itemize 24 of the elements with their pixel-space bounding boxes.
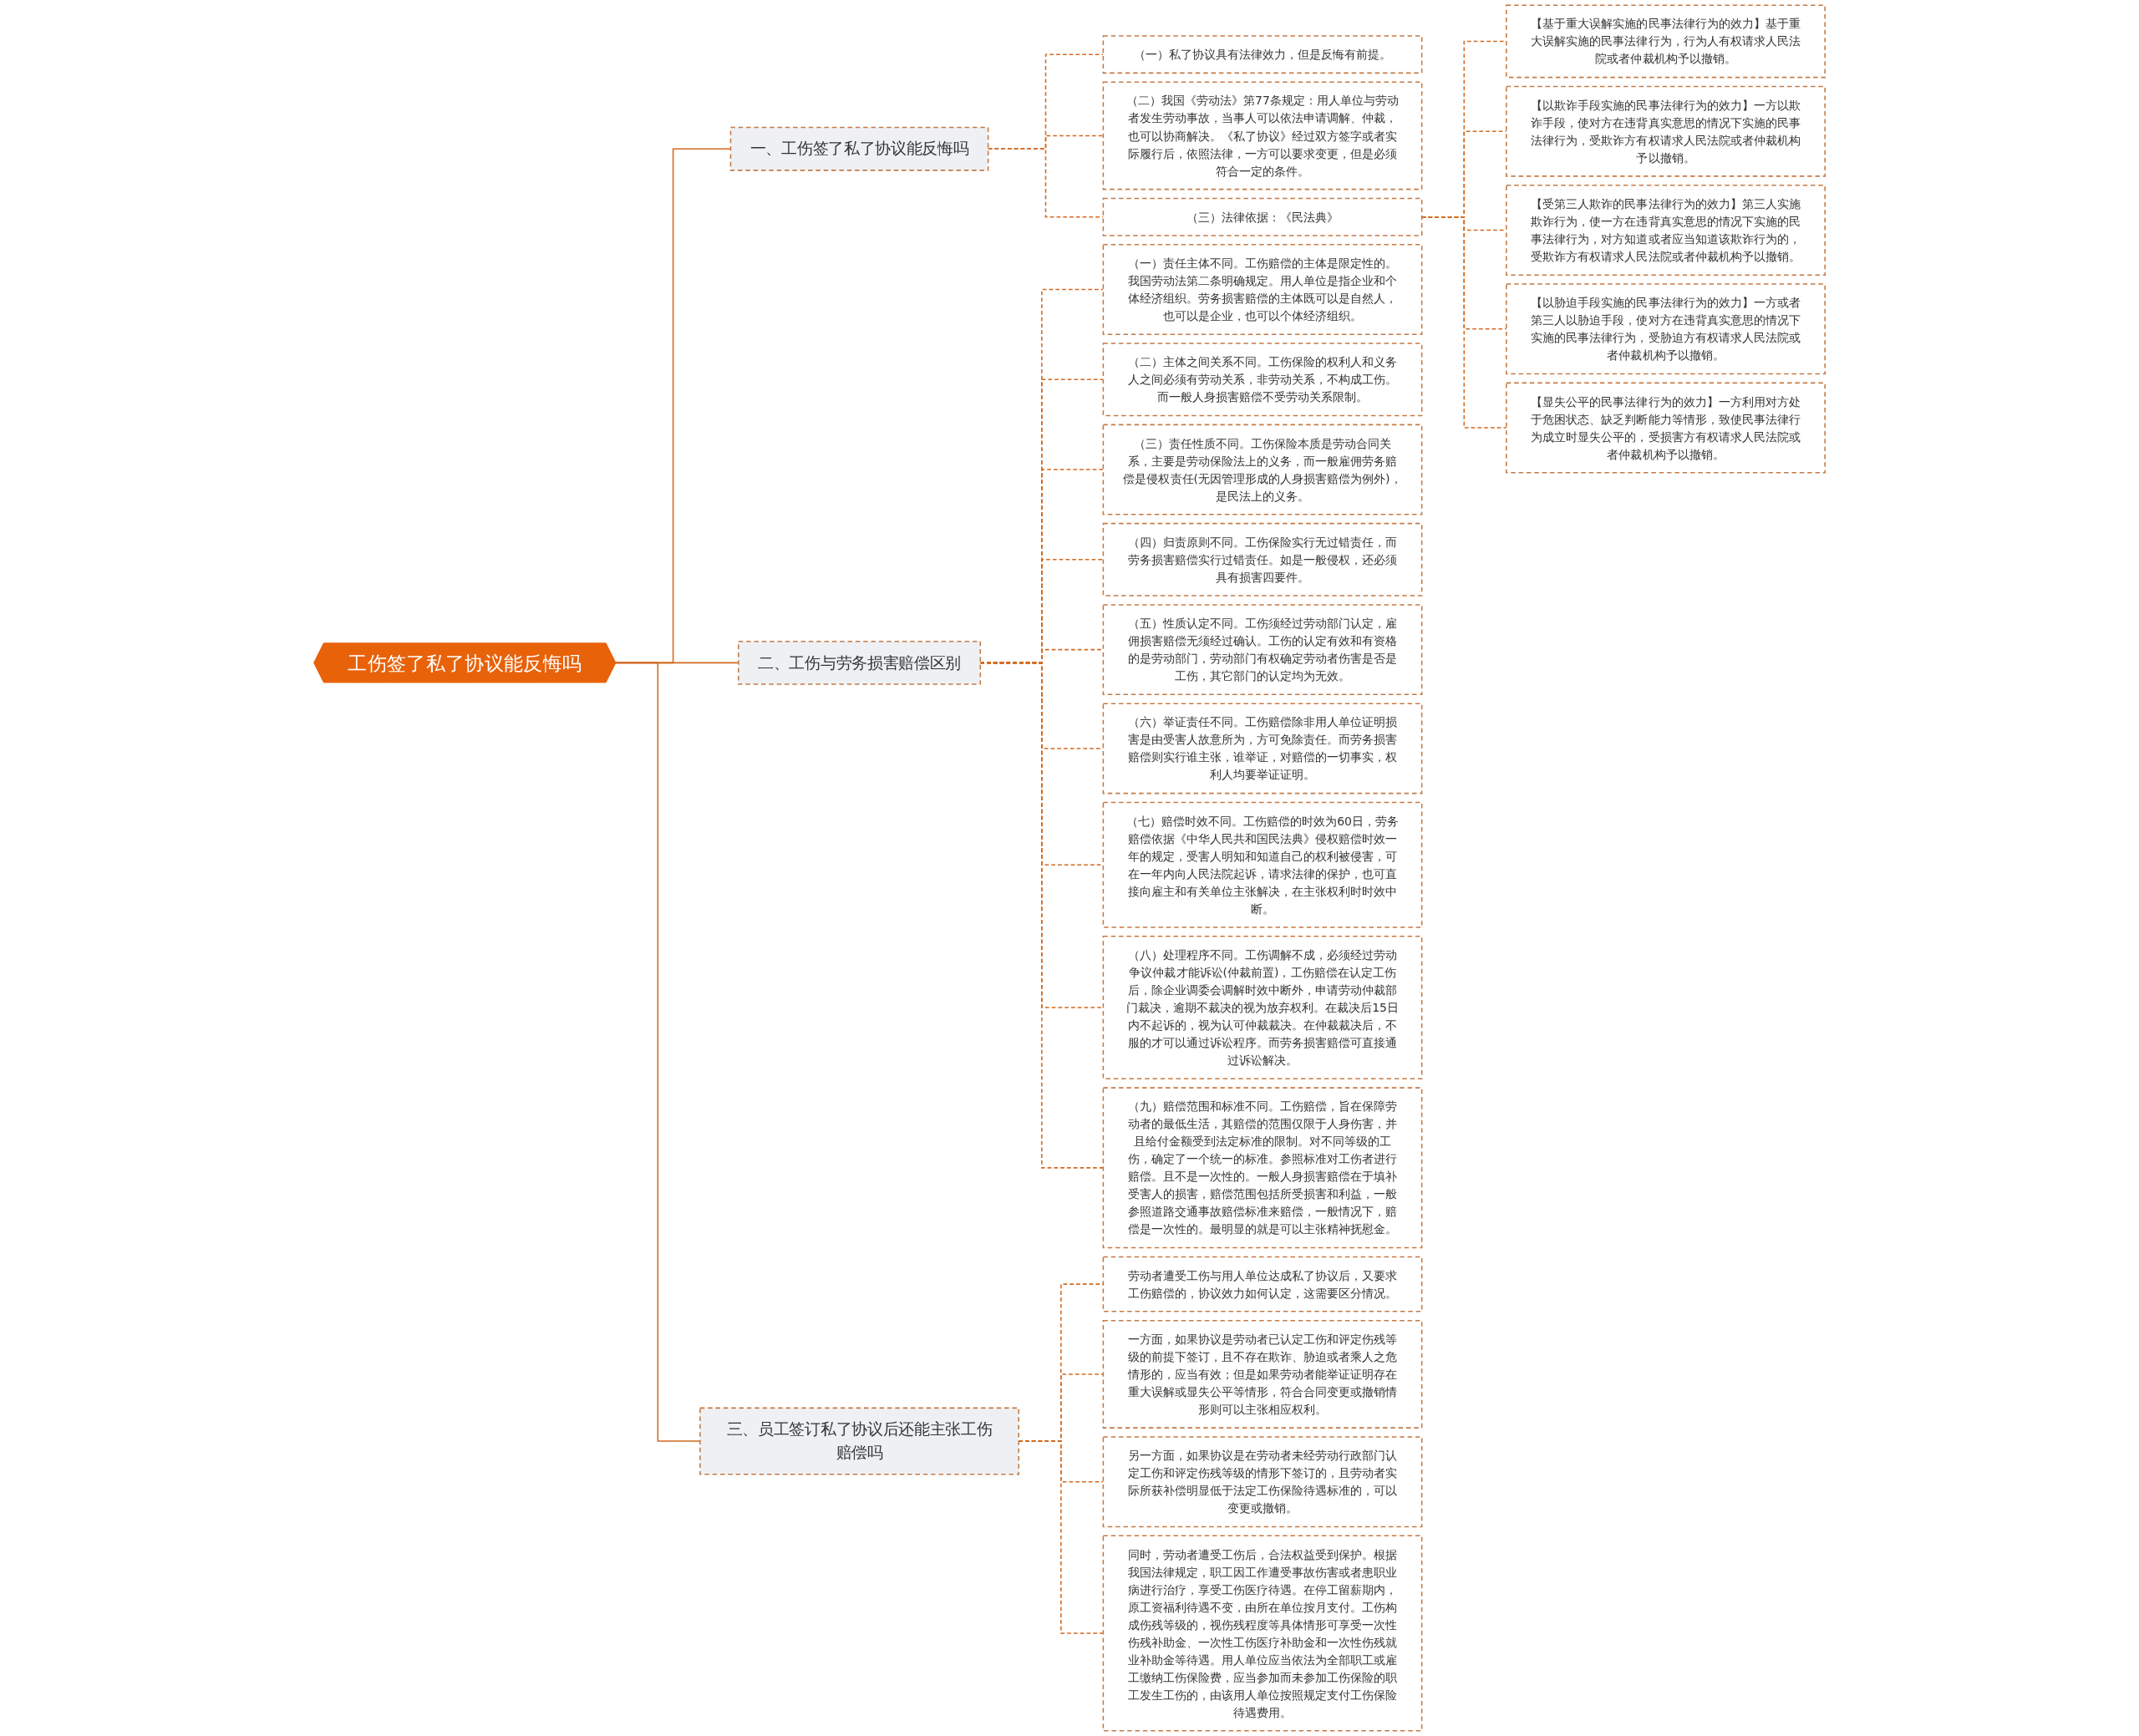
node-box: 【显失公平的民事法律行为的效力】一方利用对方处于危困状态、缺乏判断能力等情形，致使民事法律行为成立时显失公平的，受损害方有权请求人民法院或者仲裁机构予以撤销。	[1506, 382, 1826, 474]
node-box: 另一方面，如果协议是在劳动者未经劳动行政部门认定工伤和评定伤残等级的情形下签订的，且劳动者实际所获补偿明显低于法定工伤保险待遇标准的，可以变更或撤销。	[1102, 1436, 1423, 1528]
node-box: （五）性质认定不同。工伤须经过劳动部门认定，雇佣损害赔偿无须经过确认。工伤的认定有效和有资格的是劳动部门，劳动部门有权确定劳动者伤害是否是工伤，其它部门的认定均为无效。	[1102, 604, 1423, 696]
node-box: （八）处理程序不同。工伤调解不成，必须经过劳动争议仲裁才能诉讼(仲裁前置)，工伤赔偿在认定工伤后，除企业调委会调解时效中断外，申请劳动仲裁部门裁决，逾期不裁决的视为放弃权利。在裁决后15日内不起诉的，视为认可仲裁裁决。在仲裁裁决后，不服的才可以通过诉讼程序。而劳务损害赔偿可直接通过诉讼解决。	[1102, 936, 1423, 1079]
node-box: 劳动者遭受工伤与用人单位达成私了协议后，又要求工伤赔偿的，协议效力如何认定，这需要区分情况。	[1102, 1256, 1423, 1312]
node-box: 一方面，如果协议是劳动者已认定工伤和评定伤残等级的前提下签订，且不存在欺诈、胁迫或者乘人之危情形的，应当有效；但是如果劳动者能举证证明存在重大误解或显失公平等情形，符合合同变更或撤销情形则可以主张相应权利。	[1102, 1319, 1423, 1429]
node-box: 一、工伤签了私了协议能反悔吗	[729, 126, 989, 171]
node-box: 二、工伤与劳务损害赔偿区别	[738, 640, 982, 685]
node-box: 【以胁迫手段实施的民事法律行为的效力】一方或者第三人以胁迫手段，使对方在违背真实意思的情况下实施的民事法律行为，受胁迫方有权请求人民法院或者仲裁机构予以撤销。	[1506, 283, 1826, 375]
node-box: 【基于重大误解实施的民事法律行为的效力】基于重大误解实施的民事法律行为，行为人有权请求人民法院或者仲裁机构予以撤销。	[1506, 4, 1826, 79]
node-box: （九）赔偿范围和标准不同。工伤赔偿，旨在保障劳动者的最低生活，其赔偿的范围仅限于人身伤害，并且给付金额受到法定标准的限制。对不同等级的工伤，确定了一个统一的标准。参照标准对工伤者进行赔偿。且不是一次性的。一般人身损害赔偿在于填补受害人的损害，赔偿范围包括所受损害和利益，一般参照道路交通事故赔偿标准来赔偿，一般情况下，赔偿是一次性的。最明显的就是可以主张精神抚慰金。	[1102, 1087, 1423, 1249]
node-box: （三）法律依据：《民法典》	[1102, 197, 1423, 236]
node-box: （三）责任性质不同。工伤保险本质是劳动合同关系，主要是劳动保险法上的义务，而一般雇佣劳务赔偿是侵权责任(无因管理形成的人身损害赔偿为例外)，是民法上的义务。	[1102, 424, 1423, 515]
node-box: （一）私了协议具有法律效力，但是反悔有前提。	[1102, 35, 1423, 74]
node-box: 【以欺诈手段实施的民事法律行为的效力】一方以欺诈手段，使对方在违背真实意思的情况下实施的民事法律行为，受欺诈方有权请求人民法院或者仲裁机构予以撤销。	[1506, 85, 1826, 177]
node-box: （一）责任主体不同。工伤赔偿的主体是限定性的。我国劳动法第二条明确规定。用人单位是指企业和个体经济组织。劳务损害赔偿的主体既可以是自然人，也可以是企业，也可以个体经济组织。	[1102, 244, 1423, 335]
node-box: （二）主体之间关系不同。工伤保险的权利人和义务人之间必须有劳动关系，非劳动关系，不构成工伤。而一般人身损害赔偿不受劳动关系限制。	[1102, 343, 1423, 417]
node-box: （二）我国《劳动法》第77条规定：用人单位与劳动者发生劳动事故，当事人可以依法申请调解、仲裁，也可以协商解决。《私了协议》经过双方签字或者实际履行后，依照法律，一方可以要求变更，但是必须符合一定的条件。	[1102, 81, 1423, 190]
node-box: 三、员工签订私了协议后还能主张工伤赔偿吗	[699, 1407, 1019, 1475]
node-box: 【受第三人欺诈的民事法律行为的效力】第三人实施欺诈行为，使一方在违背真实意思的情况下实施的民事法律行为，对方知道或者应当知道该欺诈行为的，受欺诈方有权请求人民法院或者仲裁机构予以撤销。	[1506, 185, 1826, 276]
node-box: （七）赔偿时效不同。工伤赔偿的时效为60日，劳务赔偿依据《中华人民共和国民法典》侵权赔偿时效一年的规定，受害人明知和知道自己的权利被侵害，可在一年内向人民法院起诉，请求法律的保护，也可直接向雇主和有关单位主张解决，在主张权利时时效中断。	[1102, 801, 1423, 928]
node-box: 同时，劳动者遭受工伤后，合法权益受到保护。根据我国法律规定，职工因工作遭受事故伤害或者患职业病进行治疗，享受工伤医疗待遇。在停工留薪期内，原工资福利待遇不变，由所在单位按月支付。工伤构成伤残等级的，视伤残程度等具体情形可享受一次性伤残补助金、一次性工伤医疗补助金和一次性伤残就业补助金等待遇。用人单位应当依法为全部职工或雇工缴纳工伤保险费，应当参加而未参加工伤保险的职工发生工伤的，由该用人单位按照规定支付工伤保险待遇费用。	[1102, 1535, 1423, 1732]
node-box: （四）归责原则不同。工伤保险实行无过错责任，而劳务损害赔偿实行过错责任。如是一般侵权，还必须具有损害四要件。	[1102, 522, 1423, 596]
node-box: （六）举证责任不同。工伤赔偿除非用人单位证明损害是由受害人故意所为，方可免除责任。而劳务损害赔偿则实行谁主张，谁举证，对赔偿的一切事实，权利人均要举证证明。	[1102, 703, 1423, 794]
